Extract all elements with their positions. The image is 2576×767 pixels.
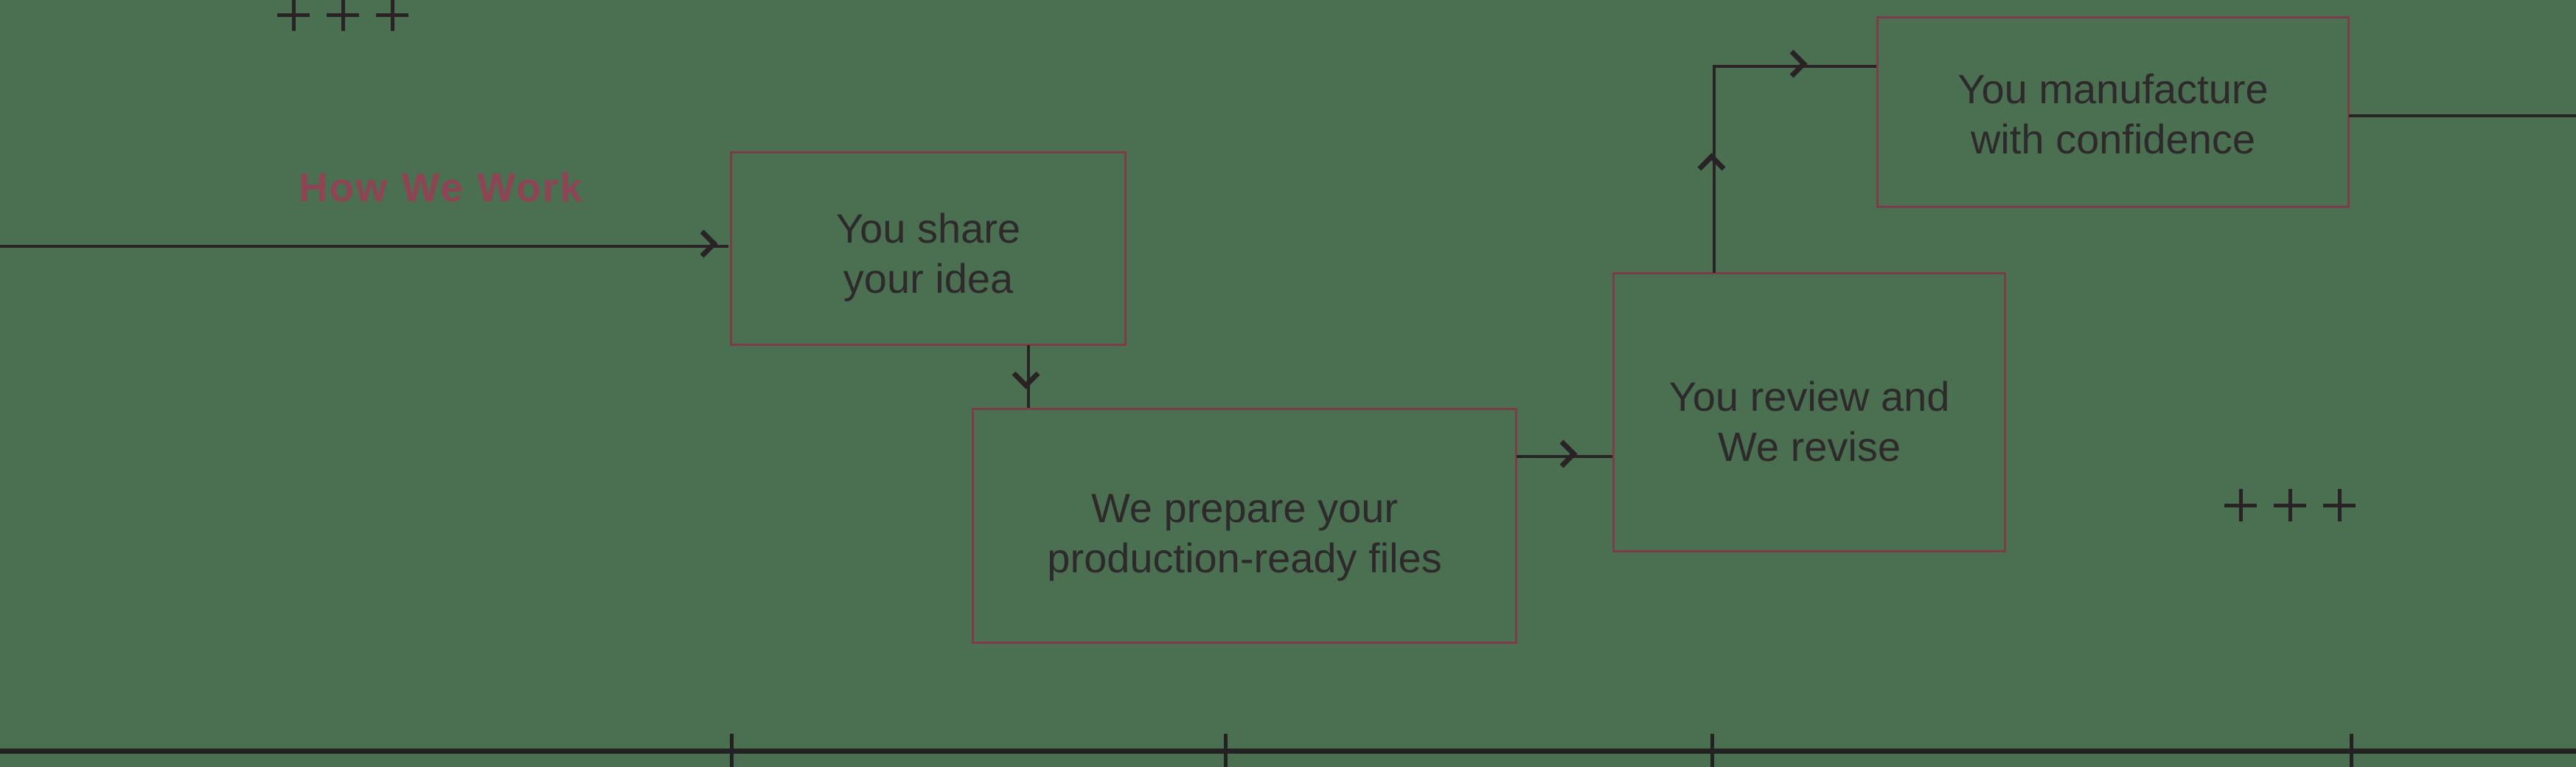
step-box-prepare-files: We prepare your production-ready files: [972, 408, 1517, 644]
baseline-tick: [1224, 734, 1228, 767]
plus-decoration-left: [277, 0, 408, 31]
step-box-manufacture: You manufacture with confidence: [1876, 16, 2350, 208]
plus-icon: [327, 0, 359, 31]
connector-prepare-to-review: [1517, 455, 1614, 458]
baseline-tick: [2350, 734, 2353, 767]
arrowhead-down-icon: [1012, 361, 1040, 389]
section-heading: How We Work: [299, 164, 584, 210]
plus-icon: [2224, 489, 2257, 521]
connector-share-to-prepare: [1027, 345, 1030, 409]
plus-icon: [277, 0, 310, 31]
connector-review-up: [1713, 66, 1716, 273]
plus-icon: [2323, 489, 2356, 521]
connector-across-to-manufacture: [1713, 65, 1878, 68]
step-box-share-idea: You share your idea: [730, 151, 1127, 346]
plus-icon: [376, 0, 408, 31]
arrowhead-right-icon: [1549, 440, 1578, 468]
baseline-rule: [0, 749, 2576, 754]
connector-into-share: [0, 245, 728, 248]
arrowhead-right-icon: [1779, 49, 1808, 78]
arrowhead-up-icon: [1697, 153, 1726, 181]
step-box-review-revise: You review and We revise: [1612, 272, 2006, 552]
plus-icon: [2274, 489, 2306, 521]
baseline-tick: [730, 734, 734, 767]
baseline-tick: [1710, 734, 1714, 767]
plus-decoration-right: [2224, 489, 2356, 521]
arrowhead-right-icon: [689, 229, 718, 258]
connector-manufacture-out: [2349, 114, 2576, 117]
